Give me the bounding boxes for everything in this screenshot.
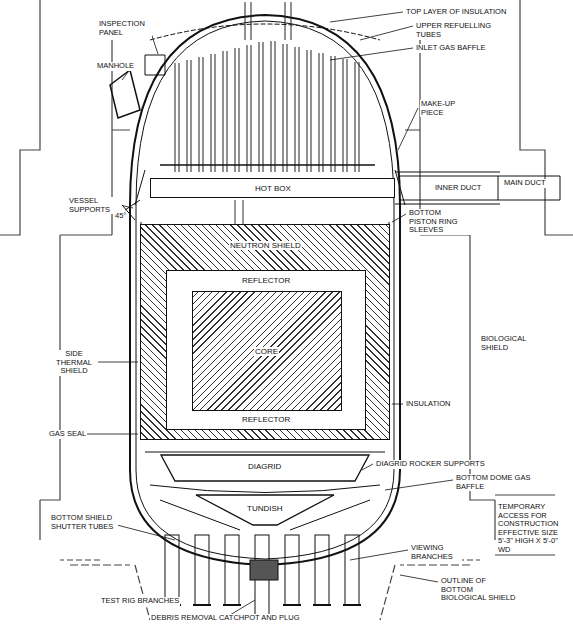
branch-tube	[285, 535, 299, 605]
tube	[331, 56, 335, 172]
part-name: NEUTRON SHIELD	[229, 241, 302, 250]
callout-label: BOTTOM DOME GAS BAFFLE	[455, 474, 537, 491]
callout-label: VIEWING BRANCHES	[410, 544, 462, 561]
flange	[283, 604, 301, 606]
callout-label: MANHOLE	[96, 62, 135, 71]
part-name: REFLECTOR	[241, 276, 291, 285]
callout-label: OUTLINE OF BOTTOM BIOLOGICAL SHIELD	[440, 577, 518, 603]
callout-label: MAIN DUCT	[503, 179, 547, 188]
tube	[283, 44, 287, 172]
inlet-gas-baffle	[160, 164, 375, 166]
callout-label: TOP LAYER OF INSULATION	[405, 8, 507, 17]
inspection-panel	[145, 55, 165, 75]
part-region: HOT BOX	[150, 178, 395, 198]
flange	[223, 604, 241, 606]
tube	[247, 45, 251, 172]
callout-label: BIOLOGICAL SHIELD	[480, 335, 532, 352]
branch-tube	[345, 535, 359, 605]
branch-tube	[225, 535, 239, 605]
callout-label: BOTTOM PISTON RING SLEEVES	[408, 209, 470, 235]
tube	[245, 2, 291, 40]
tube	[319, 53, 323, 172]
tube	[259, 42, 263, 172]
leader-lines	[85, 12, 453, 615]
callout-label: INLET GAS BAFFLE	[415, 44, 486, 53]
callout-label: GAS SEAL	[48, 430, 87, 439]
tube	[187, 60, 191, 172]
tube	[271, 41, 275, 172]
branch-tube	[165, 535, 179, 605]
tube	[199, 57, 203, 172]
part-name: TUNDISH	[246, 504, 284, 513]
catchpot-plug	[250, 560, 278, 580]
branch-tube	[195, 535, 209, 605]
flange	[343, 604, 361, 606]
part-name: DIAGRID	[247, 462, 282, 471]
flange	[193, 604, 211, 606]
tube	[175, 63, 179, 172]
branch-tube	[315, 535, 329, 605]
callout-label: DEBRIS REMOVAL CATCHPOT AND PLUG	[150, 614, 301, 623]
refuelling-tubes	[175, 2, 359, 172]
callout-label: UPPER REFUELLING TUBES	[415, 22, 497, 39]
part-region: DIAGRID	[160, 454, 370, 482]
tube	[295, 47, 299, 172]
tube	[223, 51, 227, 172]
tube	[307, 50, 311, 172]
callout-label: BOTTOM SHIELD SHUTTER TUBES	[50, 514, 118, 531]
callout-label: 45°	[114, 212, 127, 221]
manhole	[110, 70, 140, 118]
part-region: REFLECTOR REFLECTOR CORE	[166, 270, 366, 430]
callout-label: DIAGRID ROCKER SUPPORTS	[375, 460, 486, 469]
tube	[211, 54, 215, 172]
tube	[355, 62, 359, 172]
tube	[343, 59, 347, 172]
part-name: CORE	[254, 347, 279, 356]
duct	[395, 172, 560, 204]
callout-label: MAKE-UP PIECE	[420, 100, 462, 117]
callout-label: INSULATION	[405, 400, 451, 409]
part-region: NEUTRON SHIELD REFLECTOR REFLECTOR CORE	[140, 224, 390, 440]
callout-label: SIDE THERMAL SHIELD	[50, 350, 98, 376]
part-name: HOT BOX	[254, 184, 292, 193]
tube	[235, 48, 239, 172]
part-region: CORE	[192, 291, 342, 411]
pressure-vessel	[130, 15, 400, 565]
callout-label: TEST RIG BRANCHES	[100, 597, 180, 606]
bottom-tubes	[163, 535, 361, 620]
part-name: REFLECTOR	[241, 415, 291, 424]
callout-label: TEMPORARY ACCESS FOR CONSTRUCTION EFFECT…	[497, 503, 569, 554]
callout-label: INSPECTION PANEL	[98, 20, 152, 37]
callout-label: INNER DUCT	[434, 184, 482, 193]
flange	[313, 604, 331, 606]
part-region: TUNDISH	[195, 494, 335, 526]
